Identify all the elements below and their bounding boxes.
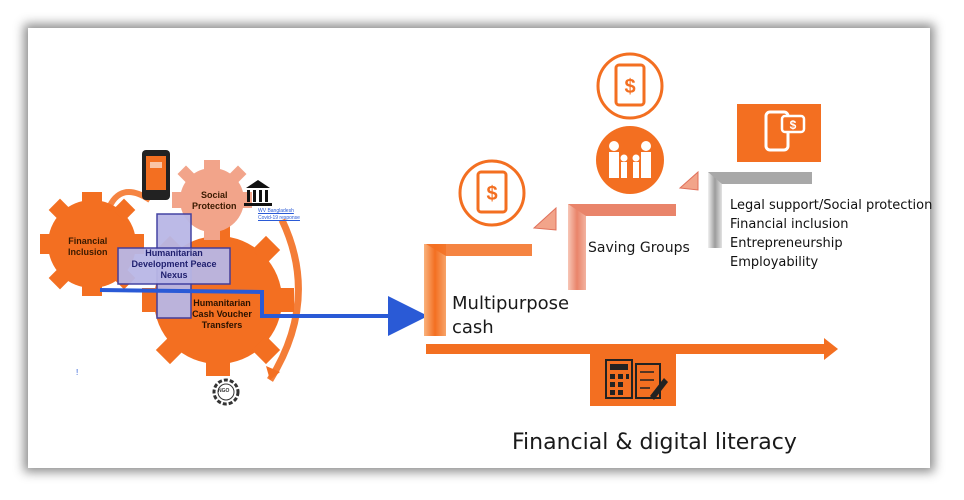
ngo-gear-icon — [212, 378, 240, 406]
step3-item-entrepreneurship: Entrepreneurship — [730, 236, 843, 251]
nexus-cross — [117, 213, 231, 319]
dollar-circle-icon-1: $ — [458, 159, 526, 227]
wv-bangladesh-note: WV Bangladesh Covid-19 response — [258, 208, 300, 221]
calculator-document-icon — [590, 352, 676, 406]
svg-text:$: $ — [624, 76, 635, 98]
step3-item-employability: Employability — [730, 255, 819, 270]
step3-item-legal: Legal support/Social protection — [730, 198, 933, 213]
step3-list: Legal support/Social protection Financia… — [730, 196, 932, 272]
step2-arrow — [678, 170, 699, 191]
bank-icon — [244, 180, 272, 206]
cash-transfers-label: Humanitarian Cash Voucher Transfers — [192, 298, 252, 330]
dollar-circle-icon-2: $ — [596, 52, 664, 120]
ngo-badge-label: NGO — [218, 388, 230, 394]
financial-inclusion-label: Financial Inclusion — [68, 236, 108, 257]
bottom-title: Financial & digital literacy — [512, 430, 797, 455]
step3-item-financial: Financial inclusion — [730, 217, 849, 232]
mobile-money-icon: $ — [737, 104, 821, 162]
svg-text:$: $ — [790, 118, 797, 132]
literacy-arrow — [426, 338, 838, 360]
step2-riser — [568, 204, 586, 290]
step3-riser — [708, 172, 722, 248]
nexus-label: Humanitarian Development Peace Nexus — [131, 248, 217, 280]
blue-connector-arrow — [99, 288, 428, 336]
step3-tread — [708, 172, 812, 184]
step2-tread — [568, 204, 676, 216]
step2-label: Saving Groups — [588, 240, 690, 256]
curve-arrow-right-head — [266, 366, 280, 380]
curve-arrow-right — [267, 218, 302, 382]
dot-marker: ! — [76, 368, 79, 377]
social-protection-label: Social Protection — [192, 190, 237, 211]
mobile-phone-icon — [142, 150, 170, 200]
svg-text:$: $ — [486, 183, 497, 205]
step1-arrow — [532, 206, 557, 231]
step1-tread — [426, 244, 532, 256]
family-icon — [596, 126, 664, 194]
step1-riser — [424, 244, 446, 336]
step1-label: Multipurpose cash — [452, 293, 570, 338]
